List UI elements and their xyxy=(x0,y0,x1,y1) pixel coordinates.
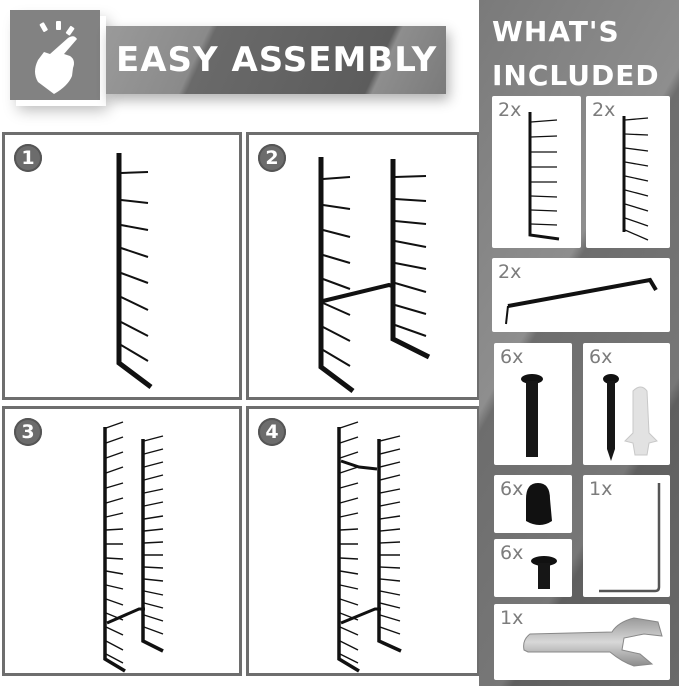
rack-with-two-brackets-illustration xyxy=(337,421,402,673)
step-3-panel: 3 xyxy=(2,406,242,676)
bolt-icon xyxy=(521,374,543,457)
step-1-panel: 1 xyxy=(2,132,242,400)
part-quantity: 2x xyxy=(592,99,616,121)
cap-nut-icon xyxy=(526,483,552,525)
part-quantity: 6x xyxy=(500,346,524,368)
part-card-bracket: 2x xyxy=(492,258,670,332)
bracket-icon xyxy=(505,277,658,325)
title-line-2: INCLUDED xyxy=(492,59,660,92)
short-bolt-icon xyxy=(531,556,557,589)
step-number-badge: 2 xyxy=(258,144,286,172)
step-number-badge: 1 xyxy=(14,144,42,172)
part-quantity: 2x xyxy=(498,261,522,283)
part-card-allen-key: 1x xyxy=(583,475,670,597)
step-2-panel: 2 xyxy=(246,132,480,400)
part-card-screw-anchor: 6x xyxy=(583,343,670,465)
part-quantity: 6x xyxy=(500,542,524,564)
part-card-short-bolt: 6x xyxy=(494,539,572,597)
part-card-right-rack-side: 2x xyxy=(586,96,670,248)
part-card-left-rack-side: 2x xyxy=(492,96,581,248)
title-line-1: WHAT'S xyxy=(492,15,620,48)
step-number-badge: 3 xyxy=(14,418,42,446)
part-quantity: 1x xyxy=(500,607,524,629)
banner-title: EASY ASSEMBLY xyxy=(116,40,438,80)
whats-included-title: WHAT'S INCLUDED xyxy=(492,10,660,98)
rack-side-icon xyxy=(622,116,649,241)
part-quantity: 1x xyxy=(589,478,613,500)
part-card-bolt: 6x xyxy=(494,343,572,465)
easy-assembly-banner: EASY ASSEMBLY xyxy=(106,26,446,94)
part-card-wrench: 1x xyxy=(494,604,670,680)
rack-side-icon xyxy=(528,112,560,241)
part-quantity: 2x xyxy=(498,99,522,121)
allen-key-icon xyxy=(599,483,661,593)
rack-side-illustration xyxy=(116,153,153,389)
part-quantity: 6x xyxy=(589,346,613,368)
step-4-panel: 4 xyxy=(246,406,480,676)
part-quantity: 6x xyxy=(500,478,524,500)
step-number-badge: 4 xyxy=(258,418,286,446)
tap-hand-icon-box xyxy=(10,10,100,100)
two-rack-sides-illustration xyxy=(318,157,431,393)
rack-with-lower-bracket-illustration xyxy=(103,421,164,673)
part-card-cap-nut: 6x xyxy=(494,475,572,533)
tap-hand-icon xyxy=(35,21,77,94)
screw-and-anchor-icon xyxy=(603,374,658,461)
wrench-icon xyxy=(523,617,663,667)
